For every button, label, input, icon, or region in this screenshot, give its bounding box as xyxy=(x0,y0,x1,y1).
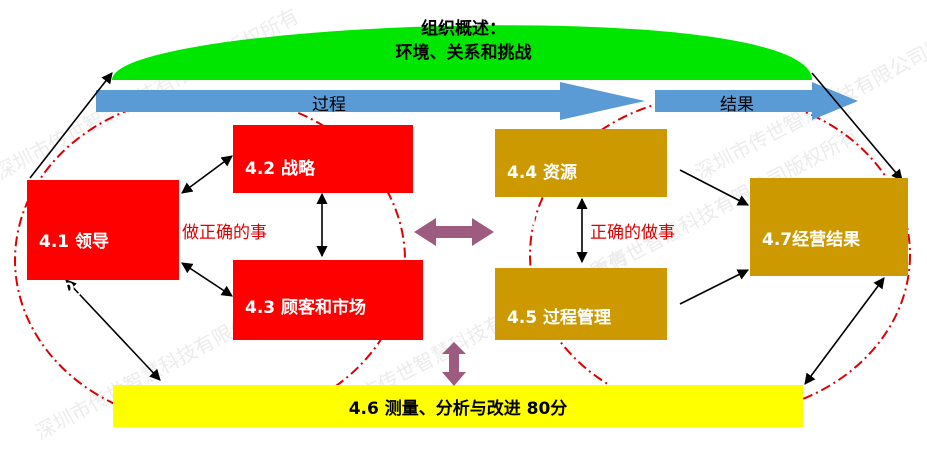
strategy-title: 4.2 战略 xyxy=(245,159,316,179)
note-do-right-things: 做正确的事 xyxy=(182,223,267,243)
process-mgmt-box: 4.5 过程管理 100分 xyxy=(495,268,667,376)
resources-score: 130分 xyxy=(507,211,560,231)
arrow-resource-result xyxy=(679,169,749,206)
arrow-lead-measure xyxy=(65,279,161,381)
results-score: 400分 xyxy=(762,278,815,298)
process-mgmt-score: 100分 xyxy=(507,356,560,376)
result-label: 结果 xyxy=(720,95,754,115)
environment-banner xyxy=(112,25,812,80)
note-do-things-right: 正确的做事 xyxy=(590,223,675,243)
arrow-lead-customer xyxy=(181,262,233,297)
process-label: 过程 xyxy=(312,95,346,115)
arrow-lead-top xyxy=(29,72,113,179)
strategy-score: 90分 xyxy=(245,207,286,227)
customer-title: 4.3 顾客和市场 xyxy=(245,298,367,318)
leadership-box: 4.1 领导 110分 xyxy=(27,180,179,300)
customer-title2: 为中心 90分 xyxy=(245,346,343,366)
process-arrow xyxy=(96,82,645,120)
leadership-title: 4.1 领导 xyxy=(39,232,110,252)
resources-title: 4.4 资源 xyxy=(507,163,578,183)
results-title: 4.7经营结果 xyxy=(762,230,861,250)
arrow-lead-strategy xyxy=(181,155,233,194)
purple-horizontal-arrow xyxy=(414,218,494,246)
resources-box: 4.4 资源 130分 xyxy=(495,129,667,231)
arrow-process-result xyxy=(679,269,750,305)
measurement-label: 4.6 测量、分析与改进 80分 xyxy=(348,399,568,419)
strategy-box: 4.2 战略 90分 xyxy=(233,125,413,227)
banner-title: 组织概述： xyxy=(421,19,506,39)
measurement-bar xyxy=(113,385,803,427)
leadership-score: 110分 xyxy=(39,280,92,300)
customer-box: 4.3 顾客和市场 为中心 90分 xyxy=(233,260,423,366)
banner-subtitle: 环境、关系和挑战 xyxy=(395,43,532,63)
result-arrow xyxy=(655,82,858,120)
results-box: 4.7经营结果 400分 xyxy=(750,178,908,298)
process-mgmt-title: 4.5 过程管理 xyxy=(507,308,612,328)
purple-vertical-arrow xyxy=(442,342,466,386)
arrow-top-result xyxy=(811,72,903,181)
arrow-result-measure xyxy=(804,277,885,385)
